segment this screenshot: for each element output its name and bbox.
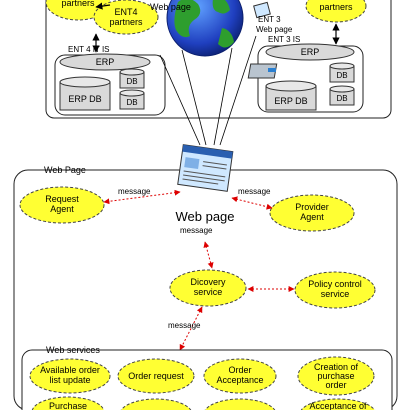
msg-left-label: message bbox=[118, 187, 151, 196]
provider-agent-label-2: Agent bbox=[300, 212, 324, 222]
service-1-label-2: list update bbox=[49, 375, 90, 385]
partners-left-label: partners bbox=[61, 0, 95, 8]
left-db2-label: DB bbox=[126, 98, 137, 107]
ent4-partners-node: ENT4 partners bbox=[93, 0, 159, 35]
msg-right-label: message bbox=[238, 187, 271, 196]
discovery-service-node: Dicovery service bbox=[169, 269, 247, 307]
ent4-is-label: ENT 4 IT IS bbox=[68, 45, 110, 54]
left-erpdb-label: ERP DB bbox=[68, 94, 101, 104]
ent4-is-box: ENT 4 IT IS ERP ERP DB DB DB bbox=[54, 45, 166, 116]
left-erp-shape bbox=[59, 53, 151, 71]
discovery-message-arrow bbox=[203, 241, 214, 269]
service-1-label-1: Available order bbox=[40, 365, 100, 375]
service-4-label-1: Creation of bbox=[314, 362, 359, 372]
provider-message-arrow bbox=[231, 196, 273, 210]
right-db2-label: DB bbox=[336, 94, 347, 103]
ent3-is-label: ENT 3 IS bbox=[268, 35, 300, 44]
ent3-webpage-icon bbox=[253, 1, 271, 19]
service-2-label: Order request bbox=[128, 371, 184, 381]
discovery-label-2: service bbox=[194, 287, 223, 297]
right-db1-label: DB bbox=[336, 71, 347, 80]
service-creation-purchase-order: Creation of purchase order bbox=[297, 356, 375, 396]
request-agent-label-2: Agent bbox=[50, 204, 74, 214]
discovery-label-1: Dicovery bbox=[190, 277, 226, 287]
service-order-acceptance: Order Acceptance bbox=[203, 358, 277, 394]
webservices-message-arrow bbox=[179, 306, 203, 351]
partners-right-node: partners bbox=[305, 0, 367, 23]
service-row2-item-3 bbox=[204, 398, 276, 410]
center-webpage-label: Web page bbox=[175, 209, 234, 224]
service-4-label-2: purchase bbox=[317, 371, 354, 381]
policy-label-2: service bbox=[321, 289, 350, 299]
service-available-order-list: Available order list update bbox=[29, 358, 111, 394]
globe-icon bbox=[166, 0, 244, 57]
service-row2-item-2 bbox=[120, 398, 192, 410]
service-acceptance-of: Acceptance of bbox=[300, 398, 376, 410]
right-erpdb-label: ERP DB bbox=[274, 96, 307, 106]
provider-agent-label-1: Provider bbox=[295, 202, 329, 212]
right-erp-shape bbox=[265, 43, 355, 61]
ent3-webpage-label: Web page bbox=[256, 25, 293, 34]
partners-right-label: partners bbox=[319, 2, 353, 12]
service-3-label-1: Order bbox=[228, 365, 251, 375]
ent3-label: ENT 3 bbox=[258, 15, 281, 24]
service-purchase: Purchase bbox=[31, 396, 105, 410]
request-agent-node: Request Agent bbox=[19, 186, 105, 224]
left-erp-label: ERP bbox=[96, 57, 115, 67]
right-erp-label: ERP bbox=[301, 47, 320, 57]
service-5-label: Purchase bbox=[49, 401, 87, 410]
partners-link-arrow bbox=[95, 2, 111, 10]
web-page-panel-label: Web Page bbox=[44, 165, 86, 175]
webpage-window-icon bbox=[177, 144, 234, 192]
converging-links bbox=[159, 35, 257, 146]
request-agent-label-1: Request bbox=[45, 194, 79, 204]
msg-bottom-label: message bbox=[168, 321, 201, 330]
provider-agent-node: Provider Agent bbox=[269, 194, 355, 232]
request-message-arrow bbox=[103, 189, 181, 205]
service-order-request: Order request bbox=[117, 358, 195, 394]
service-8-label: Acceptance of bbox=[309, 401, 367, 410]
ent3-is-box: ERP ERP DB DB DB bbox=[247, 43, 364, 113]
server-icon bbox=[247, 63, 278, 79]
ent4-partners-label-2: partners bbox=[109, 17, 143, 27]
top-webpage-label: Web page bbox=[150, 2, 191, 12]
service-3-label-2: Acceptance bbox=[216, 375, 263, 385]
msg-down-label: message bbox=[180, 226, 213, 235]
ent4-partners-label-1: ENT4 bbox=[114, 7, 137, 17]
service-4-label-3: order bbox=[325, 380, 346, 390]
policy-label-1: Policy control bbox=[308, 279, 362, 289]
web-services-panel-label: Web services bbox=[46, 345, 100, 355]
policy-control-node: Policy control service bbox=[294, 271, 376, 309]
left-db1-label: DB bbox=[126, 77, 137, 86]
